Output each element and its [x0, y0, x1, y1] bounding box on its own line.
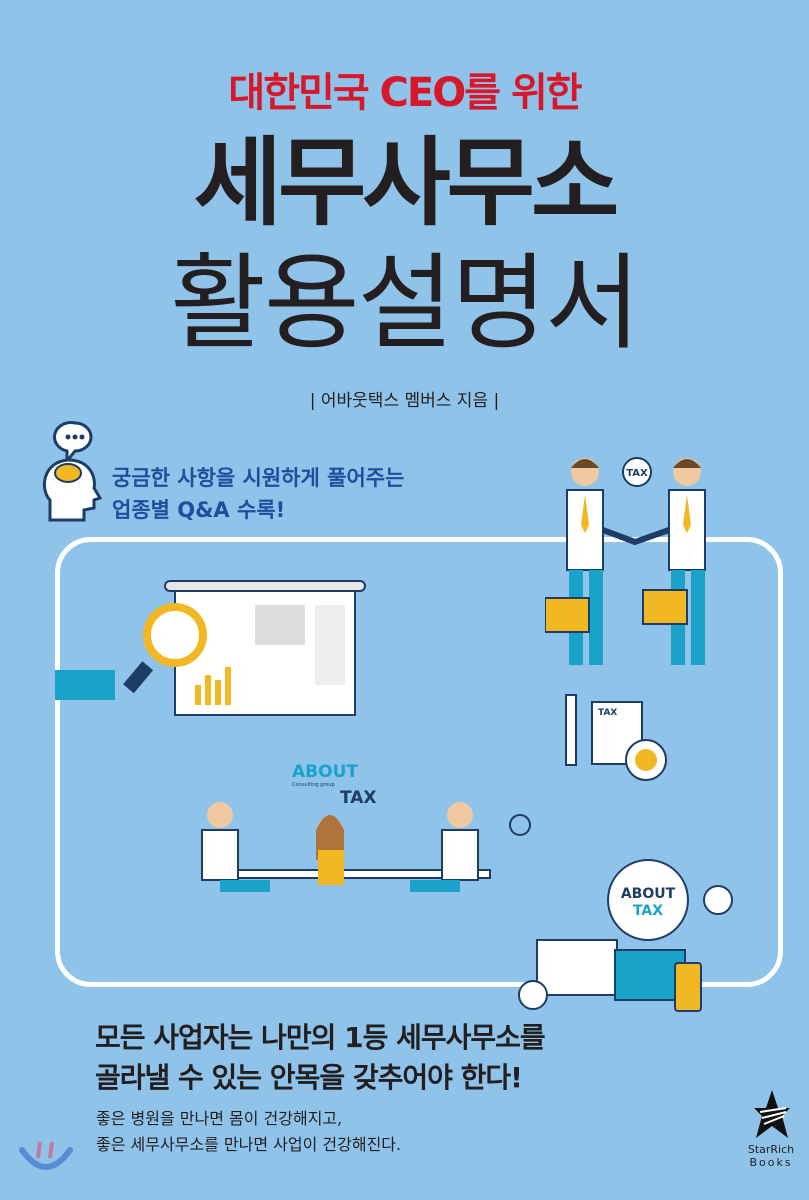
publisher-name: StarRich Books: [746, 1143, 796, 1169]
author-credit: | 어바웃택스 멤버스 지음 |: [309, 391, 500, 411]
publisher-line2: Books: [749, 1156, 793, 1169]
thinking-head-icon: [42, 421, 103, 522]
logo-about: ABOUT: [292, 762, 358, 782]
publisher-star-logo: [754, 1090, 790, 1138]
badge-about: ABOUT: [621, 886, 676, 902]
illustration-frame: [55, 537, 783, 987]
logo-tax: TAX: [340, 788, 377, 808]
cover-title-line2: 활용설명서: [170, 242, 640, 364]
handshake-illustration: TAX: [545, 457, 706, 665]
tax-bulb-label: TAX: [626, 468, 648, 479]
about-tax-logo: ABOUT Consulting group TAX: [292, 762, 377, 808]
analytics-board-illustration: [55, 580, 366, 716]
badge-tax: TAX: [633, 903, 663, 919]
cover-kicker: 대한민국 CEO를 위한: [228, 70, 582, 116]
tax-document-illustration: TAX: [565, 694, 667, 781]
devices-illustration: ABOUT TAX: [518, 859, 733, 1012]
publisher-line1: StarRich: [747, 1143, 795, 1156]
cover-title-line1: 세무사무소: [193, 127, 620, 239]
tagline: 모든 사업자는 나만의 1등 세무사무소를 골라낼 수 있는 안목을 갖추어야 …: [95, 1018, 546, 1098]
logo-sub: Consulting group: [292, 782, 335, 788]
qa-line1: 궁금한 사항을 시원하게 풀어주는: [112, 466, 405, 490]
tagline-line2: 골라낼 수 있는 안목을 갖추어야 한다!: [95, 1061, 523, 1094]
quote-line1: 좋은 병원을 만나면 몸이 건강해지고,: [96, 1109, 343, 1128]
quote: 좋은 병원을 만나면 몸이 건강해지고, 좋은 세무사무소를 만나면 사업이 건…: [96, 1106, 401, 1158]
meeting-illustration: [201, 802, 531, 892]
qa-line2: 업종별 Q&A 수록!: [112, 498, 286, 522]
tax-doc-label: TAX: [598, 708, 617, 718]
smile-mark-icon: [19, 1141, 73, 1170]
tagline-line1: 모든 사업자는 나만의 1등 세무사무소를: [95, 1021, 546, 1054]
quote-line2: 좋은 세무사무소를 만나면 사업이 건강해진다.: [96, 1135, 402, 1154]
qa-callout: 궁금한 사항을 시원하게 풀어주는 업종별 Q&A 수록!: [112, 462, 404, 526]
